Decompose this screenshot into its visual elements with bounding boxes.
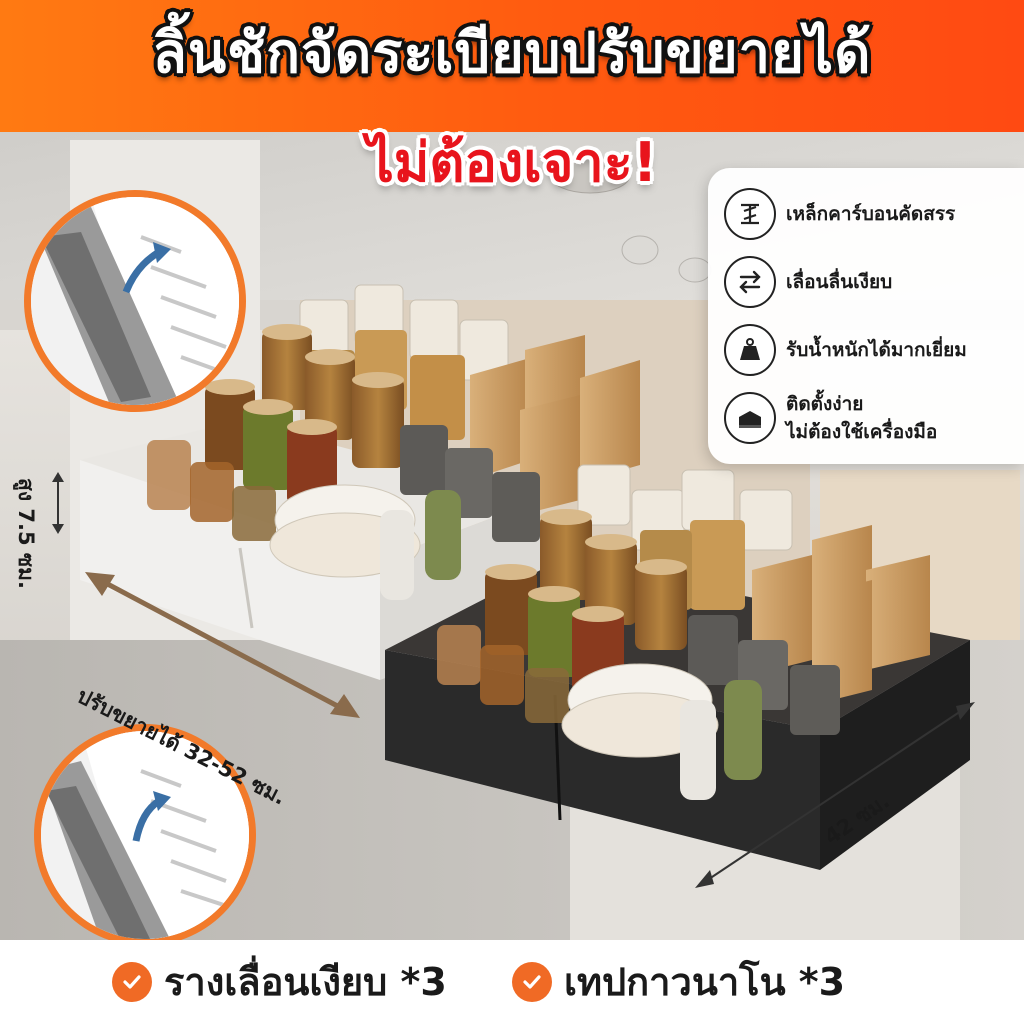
top-banner [0,0,1024,132]
feature-panel: เหล็กคาร์บอนคัดสรร เลื่อนลื่นเงียบ รับน้… [708,168,1024,464]
feature-label: ติดตั้งง่าย ไม่ต้องใช้เครื่องมือ [786,390,937,446]
check-icon [112,962,152,1002]
feature-item: เหล็กคาร์บอนคัดสรร [724,188,955,240]
feature-item: เลื่อนลื่นเงียบ [724,256,892,308]
height-dimension-label: สูง 7.5 ซม. [14,478,38,589]
tape-detail-illustration [41,731,249,939]
headline: ลิ้นชักจัดระเบียบปรับขยายได้ [152,21,872,86]
feature-label: เหล็กคาร์บอนคัดสรร [786,203,956,225]
feature-label: เลื่อนลื่นเงียบ [786,271,893,293]
feature-label-line1: ติดตั้งง่าย [786,393,864,415]
feature-label-line2: ไม่ต้องใช้เครื่องมือ [786,421,938,443]
sub-headline: ไม่ต้องเจาะ! [366,131,658,194]
bottom-bar: รางเลื่อนเงียบ *3 เทปกาวนาโน *3 [0,940,1024,1024]
steel-beam-icon [724,188,776,240]
rail-detail-illustration [31,197,239,405]
detail-callout-bottom [34,724,256,946]
drawer-icon [724,392,776,444]
slide-arrows-icon [724,256,776,308]
feature-item: ติดตั้งง่าย ไม่ต้องใช้เครื่องมือ [724,390,937,446]
feature-item: รับน้ำหนักได้มากเยี่ยม [724,324,967,376]
check-icon [512,962,552,1002]
weight-icon [724,324,776,376]
detail-callout-top [24,190,246,412]
feature-label: รับน้ำหนักได้มากเยี่ยม [786,339,967,361]
included-tape-label: เทปกาวนาโน *3 [564,960,846,1004]
included-rails-label: รางเลื่อนเงียบ *3 [164,960,447,1004]
